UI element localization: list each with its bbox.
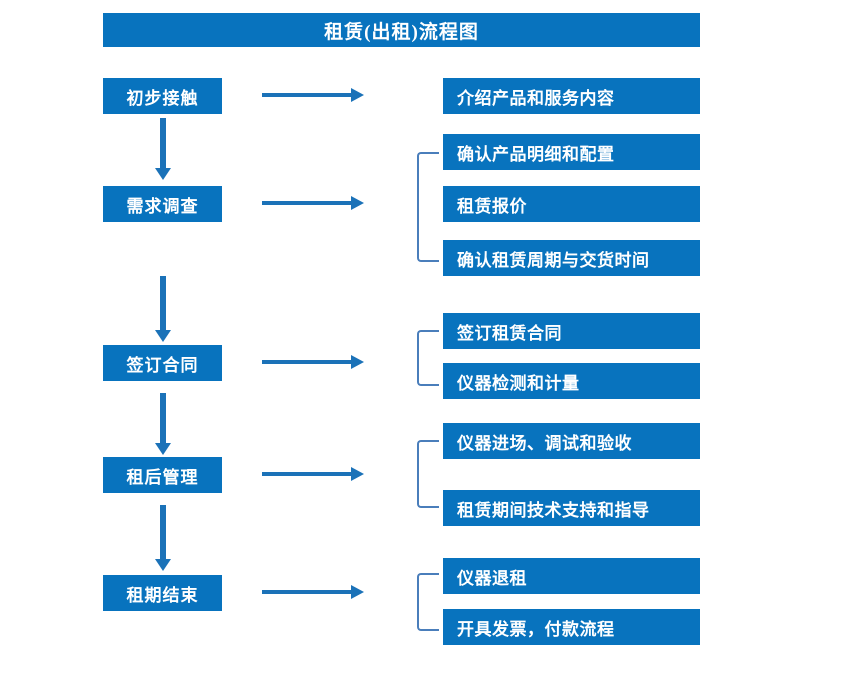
detail-box-confirm-product-spec[interactable]: 确认产品明细和配置 <box>443 134 700 170</box>
flowchart-title-banner: 租赁(出租)流程图 <box>103 13 700 47</box>
bracket-connector-stage-3 <box>417 330 439 386</box>
arrow-shaft <box>262 590 352 594</box>
arrow-shaft <box>160 118 166 168</box>
arrow-right-stage-3 <box>262 355 364 369</box>
bracket-connector-stage-4 <box>417 440 439 508</box>
arrow-head <box>351 355 364 369</box>
arrow-right-stage-5 <box>262 585 364 599</box>
detail-box-instrument-return[interactable]: 仪器退租 <box>443 558 700 594</box>
arrow-shaft <box>160 276 166 330</box>
arrow-down-stage-3-to-4 <box>155 393 171 455</box>
arrow-right-stage-2 <box>262 196 364 210</box>
arrow-shaft <box>262 360 352 364</box>
arrow-head <box>351 196 364 210</box>
detail-box-invoice-payment[interactable]: 开具发票，付款流程 <box>443 609 700 645</box>
arrow-head <box>155 168 171 180</box>
detail-box-introduce-products[interactable]: 介绍产品和服务内容 <box>443 78 700 114</box>
stage-box-post-rental-management[interactable]: 租后管理 <box>103 457 222 493</box>
arrow-head <box>155 330 171 342</box>
detail-box-confirm-period-delivery[interactable]: 确认租赁周期与交货时间 <box>443 240 700 276</box>
arrow-head <box>155 443 171 455</box>
detail-box-rental-quotation[interactable]: 租赁报价 <box>443 186 700 222</box>
arrow-shaft <box>262 472 352 476</box>
arrow-down-stage-2-to-3 <box>155 276 171 342</box>
bracket-connector-stage-5 <box>417 573 439 631</box>
arrow-down-stage-4-to-5 <box>155 505 171 571</box>
bracket-connector-stage-2 <box>417 152 439 262</box>
stage-box-rental-end[interactable]: 租期结束 <box>103 575 222 611</box>
arrow-head <box>351 88 364 102</box>
arrow-shaft <box>262 93 352 97</box>
detail-box-sign-rental-contract[interactable]: 签订租赁合同 <box>443 313 700 349</box>
arrow-head <box>155 559 171 571</box>
arrow-down-stage-1-to-2 <box>155 118 171 180</box>
detail-box-technical-support[interactable]: 租赁期间技术支持和指导 <box>443 490 700 526</box>
arrow-shaft <box>160 505 166 559</box>
detail-box-instrument-installation[interactable]: 仪器进场、调试和验收 <box>443 423 700 459</box>
arrow-head <box>351 585 364 599</box>
arrow-right-stage-1 <box>262 88 364 102</box>
stage-box-requirement-survey[interactable]: 需求调查 <box>103 186 222 222</box>
arrow-right-stage-4 <box>262 467 364 481</box>
arrow-shaft <box>262 201 352 205</box>
arrow-shaft <box>160 393 166 443</box>
stage-box-initial-contact[interactable]: 初步接触 <box>103 78 222 114</box>
detail-box-instrument-inspection[interactable]: 仪器检测和计量 <box>443 363 700 399</box>
stage-box-sign-contract[interactable]: 签订合同 <box>103 345 222 381</box>
arrow-head <box>351 467 364 481</box>
